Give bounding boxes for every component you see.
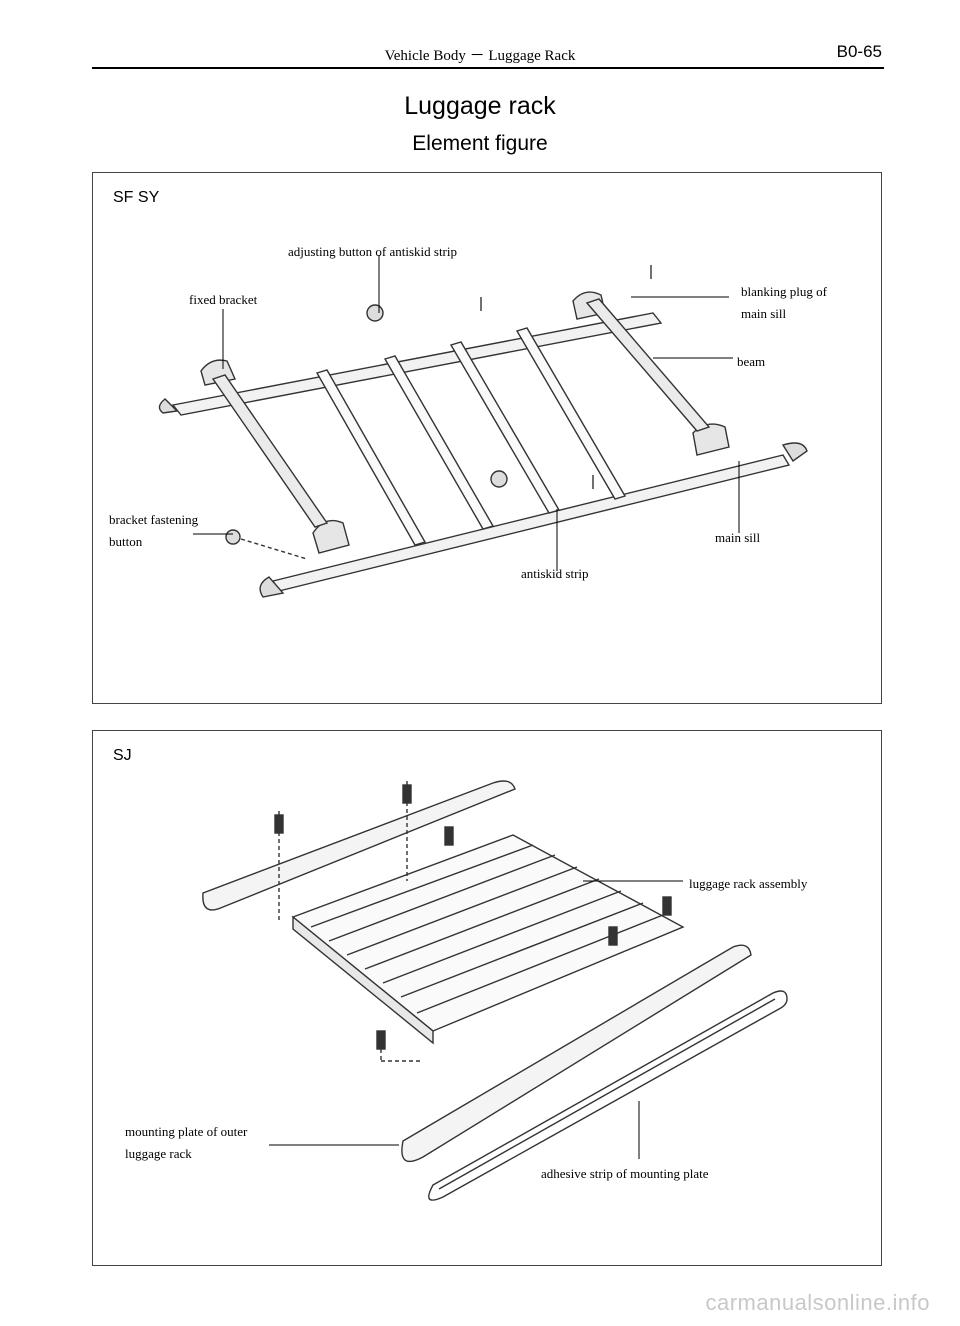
page-title: Luggage rack bbox=[404, 92, 556, 120]
page-subtitle: Element figure bbox=[412, 132, 548, 155]
label-adjusting-button: adjusting button of antiskid strip bbox=[288, 244, 457, 259]
label-main-sill: main sill bbox=[715, 530, 761, 545]
model-label: SJ bbox=[113, 747, 132, 764]
label-blanking-plug-line1: blanking plug of bbox=[741, 284, 827, 299]
luggage-rack-drawing-sj bbox=[202, 780, 788, 1201]
label-mounting-plate-line1: mounting plate of outer bbox=[125, 1124, 248, 1139]
label-mounting-plate-line2: luggage rack bbox=[125, 1146, 192, 1161]
model-label: SF SY bbox=[113, 189, 160, 206]
label-beam: beam bbox=[737, 354, 766, 369]
header-rule bbox=[92, 67, 884, 69]
luggage-rack-drawing-sf-sy bbox=[158, 255, 808, 598]
watermark: carmanualsonline.info bbox=[705, 1290, 930, 1315]
label-bracket-fastening-line1: bracket fastening bbox=[109, 512, 199, 527]
label-adhesive-strip: adhesive strip of mounting plate bbox=[541, 1166, 709, 1181]
label-bracket-fastening-line2: button bbox=[109, 534, 143, 549]
header-section-title: Vehicle Body － Luggage Rack bbox=[384, 48, 576, 64]
label-luggage-rack-assembly: luggage rack assembly bbox=[689, 876, 808, 891]
page-number: B0-65 bbox=[836, 42, 882, 61]
label-fixed-bracket: fixed bracket bbox=[189, 292, 258, 307]
figure-panel-sf-sy: SF SY bbox=[92, 172, 882, 704]
figure-panel-sj: SJ bbox=[92, 730, 882, 1266]
label-antiskid-strip: antiskid strip bbox=[521, 566, 589, 581]
label-blanking-plug-line2: main sill bbox=[741, 306, 787, 321]
